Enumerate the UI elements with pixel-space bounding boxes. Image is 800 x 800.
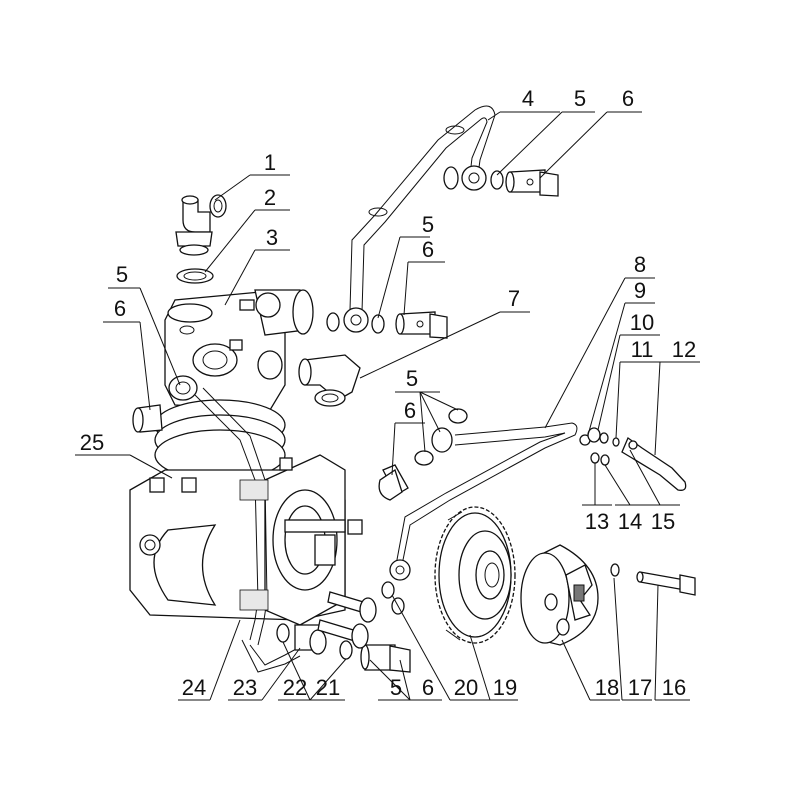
callout-6-middle: 6: [422, 237, 434, 262]
callout-25: 25: [80, 430, 104, 455]
parts-artwork: [129, 105, 696, 673]
callout-6-center: 6: [404, 398, 416, 423]
callout-12: 12: [672, 337, 696, 362]
part-linkage-9-15: [579, 427, 687, 491]
callout-22: 22: [283, 675, 307, 700]
part-elbow-fitting: [175, 194, 227, 256]
part-compressor-body: [129, 399, 363, 626]
callout-5-center: 5: [406, 366, 418, 391]
part-tube-24: [132, 375, 301, 673]
callout-9: 9: [634, 278, 646, 303]
leader-lines: [75, 111, 700, 701]
part-washer-2: [176, 268, 214, 284]
callout-16: 16: [662, 675, 686, 700]
callout-11: 11: [631, 337, 654, 362]
callout-3: 3: [266, 225, 278, 250]
part-pin-16-17: [610, 563, 696, 596]
callout-24: 24: [182, 675, 206, 700]
callout-6-lower: 6: [422, 675, 434, 700]
callout-5-top: 5: [574, 86, 586, 111]
part-coupling-18: [520, 544, 599, 646]
callout-5-middle: 5: [422, 212, 434, 237]
callout-23: 23: [233, 675, 257, 700]
callout-6-top: 6: [622, 86, 634, 111]
callout-2: 2: [264, 185, 276, 210]
callout-15: 15: [651, 509, 675, 534]
callout-5-left: 5: [116, 262, 128, 287]
callout-17: 17: [628, 675, 652, 700]
callout-labels: 1 2 3 4 5 6 5 6 5 6 7 8 9 10 11 12 5 6 2…: [80, 86, 696, 700]
callout-4: 4: [522, 86, 534, 111]
callout-8: 8: [634, 252, 646, 277]
part-gear-19: [434, 506, 516, 644]
callout-14: 14: [618, 509, 642, 534]
part-tube-4: [343, 105, 496, 333]
part-tube-8: [378, 408, 578, 581]
callout-10: 10: [630, 310, 654, 335]
part-cylinder-head: [164, 289, 314, 411]
callout-21: 21: [316, 675, 340, 700]
callout-20: 20: [454, 675, 478, 700]
part-bolts-lower: [276, 581, 411, 673]
callout-1: 1: [264, 150, 276, 175]
callout-13: 13: [585, 509, 609, 534]
part-elbow-7: [298, 354, 361, 407]
part-washers-bolts-upper: [326, 166, 559, 339]
callout-7: 7: [508, 286, 520, 311]
callout-18: 18: [595, 675, 619, 700]
callout-19: 19: [493, 675, 517, 700]
callout-6-left: 6: [114, 296, 126, 321]
callout-5-lower: 5: [390, 675, 402, 700]
